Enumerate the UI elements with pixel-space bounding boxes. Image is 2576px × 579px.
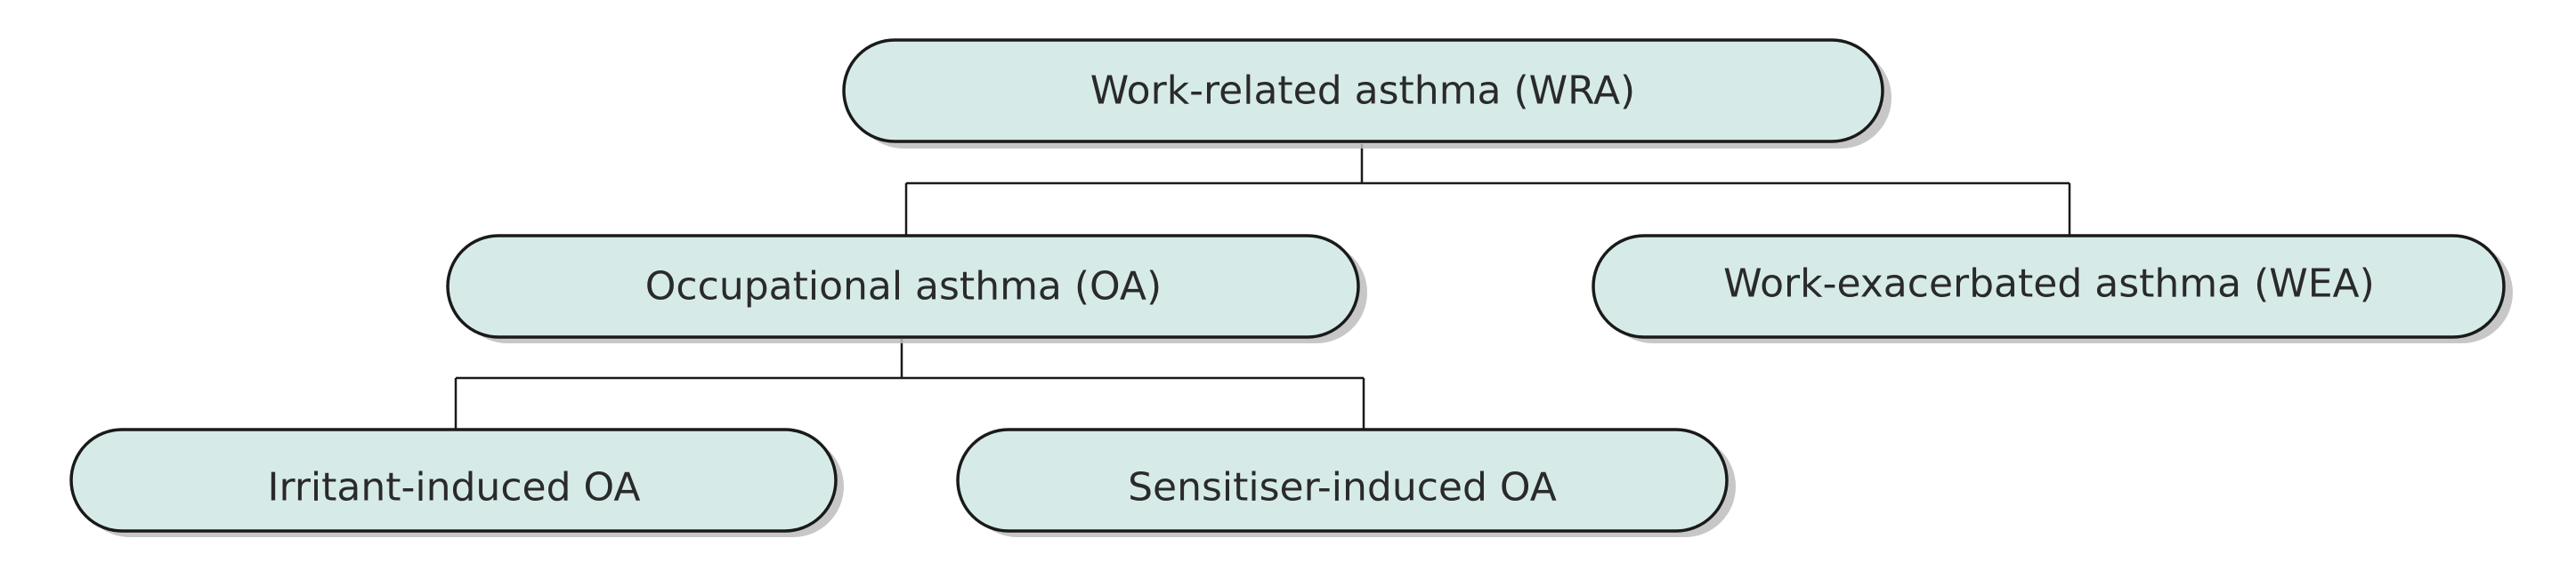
connector-wra-to-branches — [904, 144, 2071, 236]
connectors — [454, 144, 2071, 430]
node-box — [1592, 234, 2506, 339]
node-label-oa: Occupational asthma (OA) — [645, 264, 1162, 310]
node-sensitiser-induced-oa: Sensitiser-induced OA — [956, 428, 1736, 537]
node-work-related-asthma: Work-related asthma (WRA) — [842, 38, 1891, 149]
connector-oa-to-subtypes — [454, 338, 1365, 430]
node-label-wea: Work-exacerbated asthma (WEA) — [1723, 261, 2375, 307]
node-irritant-induced-oa: Irritant-induced OA — [69, 428, 844, 537]
node-label-wra: Work-related asthma (WRA) — [1090, 68, 1635, 114]
node-work-exacerbated-asthma: Work-exacerbated asthma (WEA) — [1592, 234, 2513, 343]
node-label-sensitiser: Sensitiser-induced OA — [1128, 465, 1557, 511]
node-box — [956, 428, 1729, 533]
node-box — [69, 428, 838, 533]
node-label-irritant: Irritant-induced OA — [268, 465, 641, 511]
node-box — [842, 38, 1884, 143]
node-box — [446, 234, 1360, 339]
node-occupational-asthma: Occupational asthma (OA) — [446, 234, 1367, 343]
